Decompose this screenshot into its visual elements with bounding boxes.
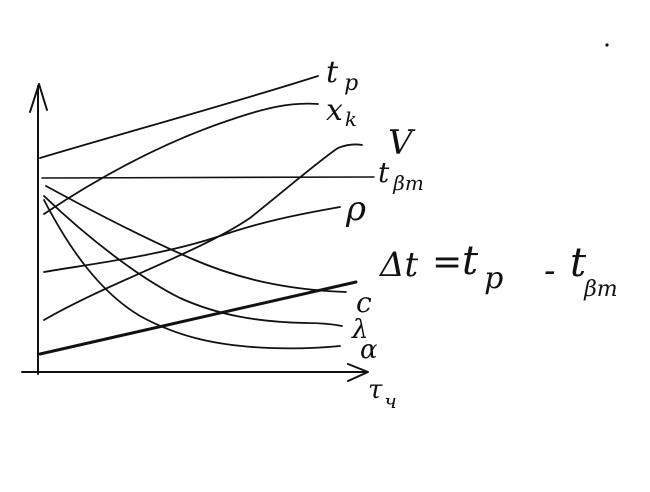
axes bbox=[21, 83, 369, 382]
equation-lhs: Δt bbox=[378, 245, 419, 285]
curve-alpha bbox=[43, 199, 341, 350]
line-delta-t bbox=[38, 280, 358, 356]
label-rho: ρ bbox=[345, 189, 366, 229]
label-alpha: α bbox=[360, 335, 378, 365]
equation-minus: - bbox=[544, 251, 556, 291]
x-axis-arrowhead bbox=[347, 363, 369, 382]
stray-dot bbox=[605, 43, 609, 47]
curve-tp bbox=[39, 75, 319, 159]
curve-v bbox=[43, 143, 363, 321]
curve-lambda bbox=[43, 195, 343, 327]
curve-xk bbox=[43, 102, 319, 215]
curves bbox=[38, 75, 375, 356]
label-lambda: λ bbox=[351, 315, 368, 345]
curve-c bbox=[45, 185, 347, 293]
y-axis-arrowhead bbox=[29, 83, 48, 113]
curve-rho bbox=[43, 206, 341, 273]
label-c: c bbox=[356, 286, 372, 319]
label-v: V bbox=[388, 123, 416, 163]
line-tvt bbox=[41, 176, 375, 179]
equation-equals: = bbox=[432, 242, 462, 283]
